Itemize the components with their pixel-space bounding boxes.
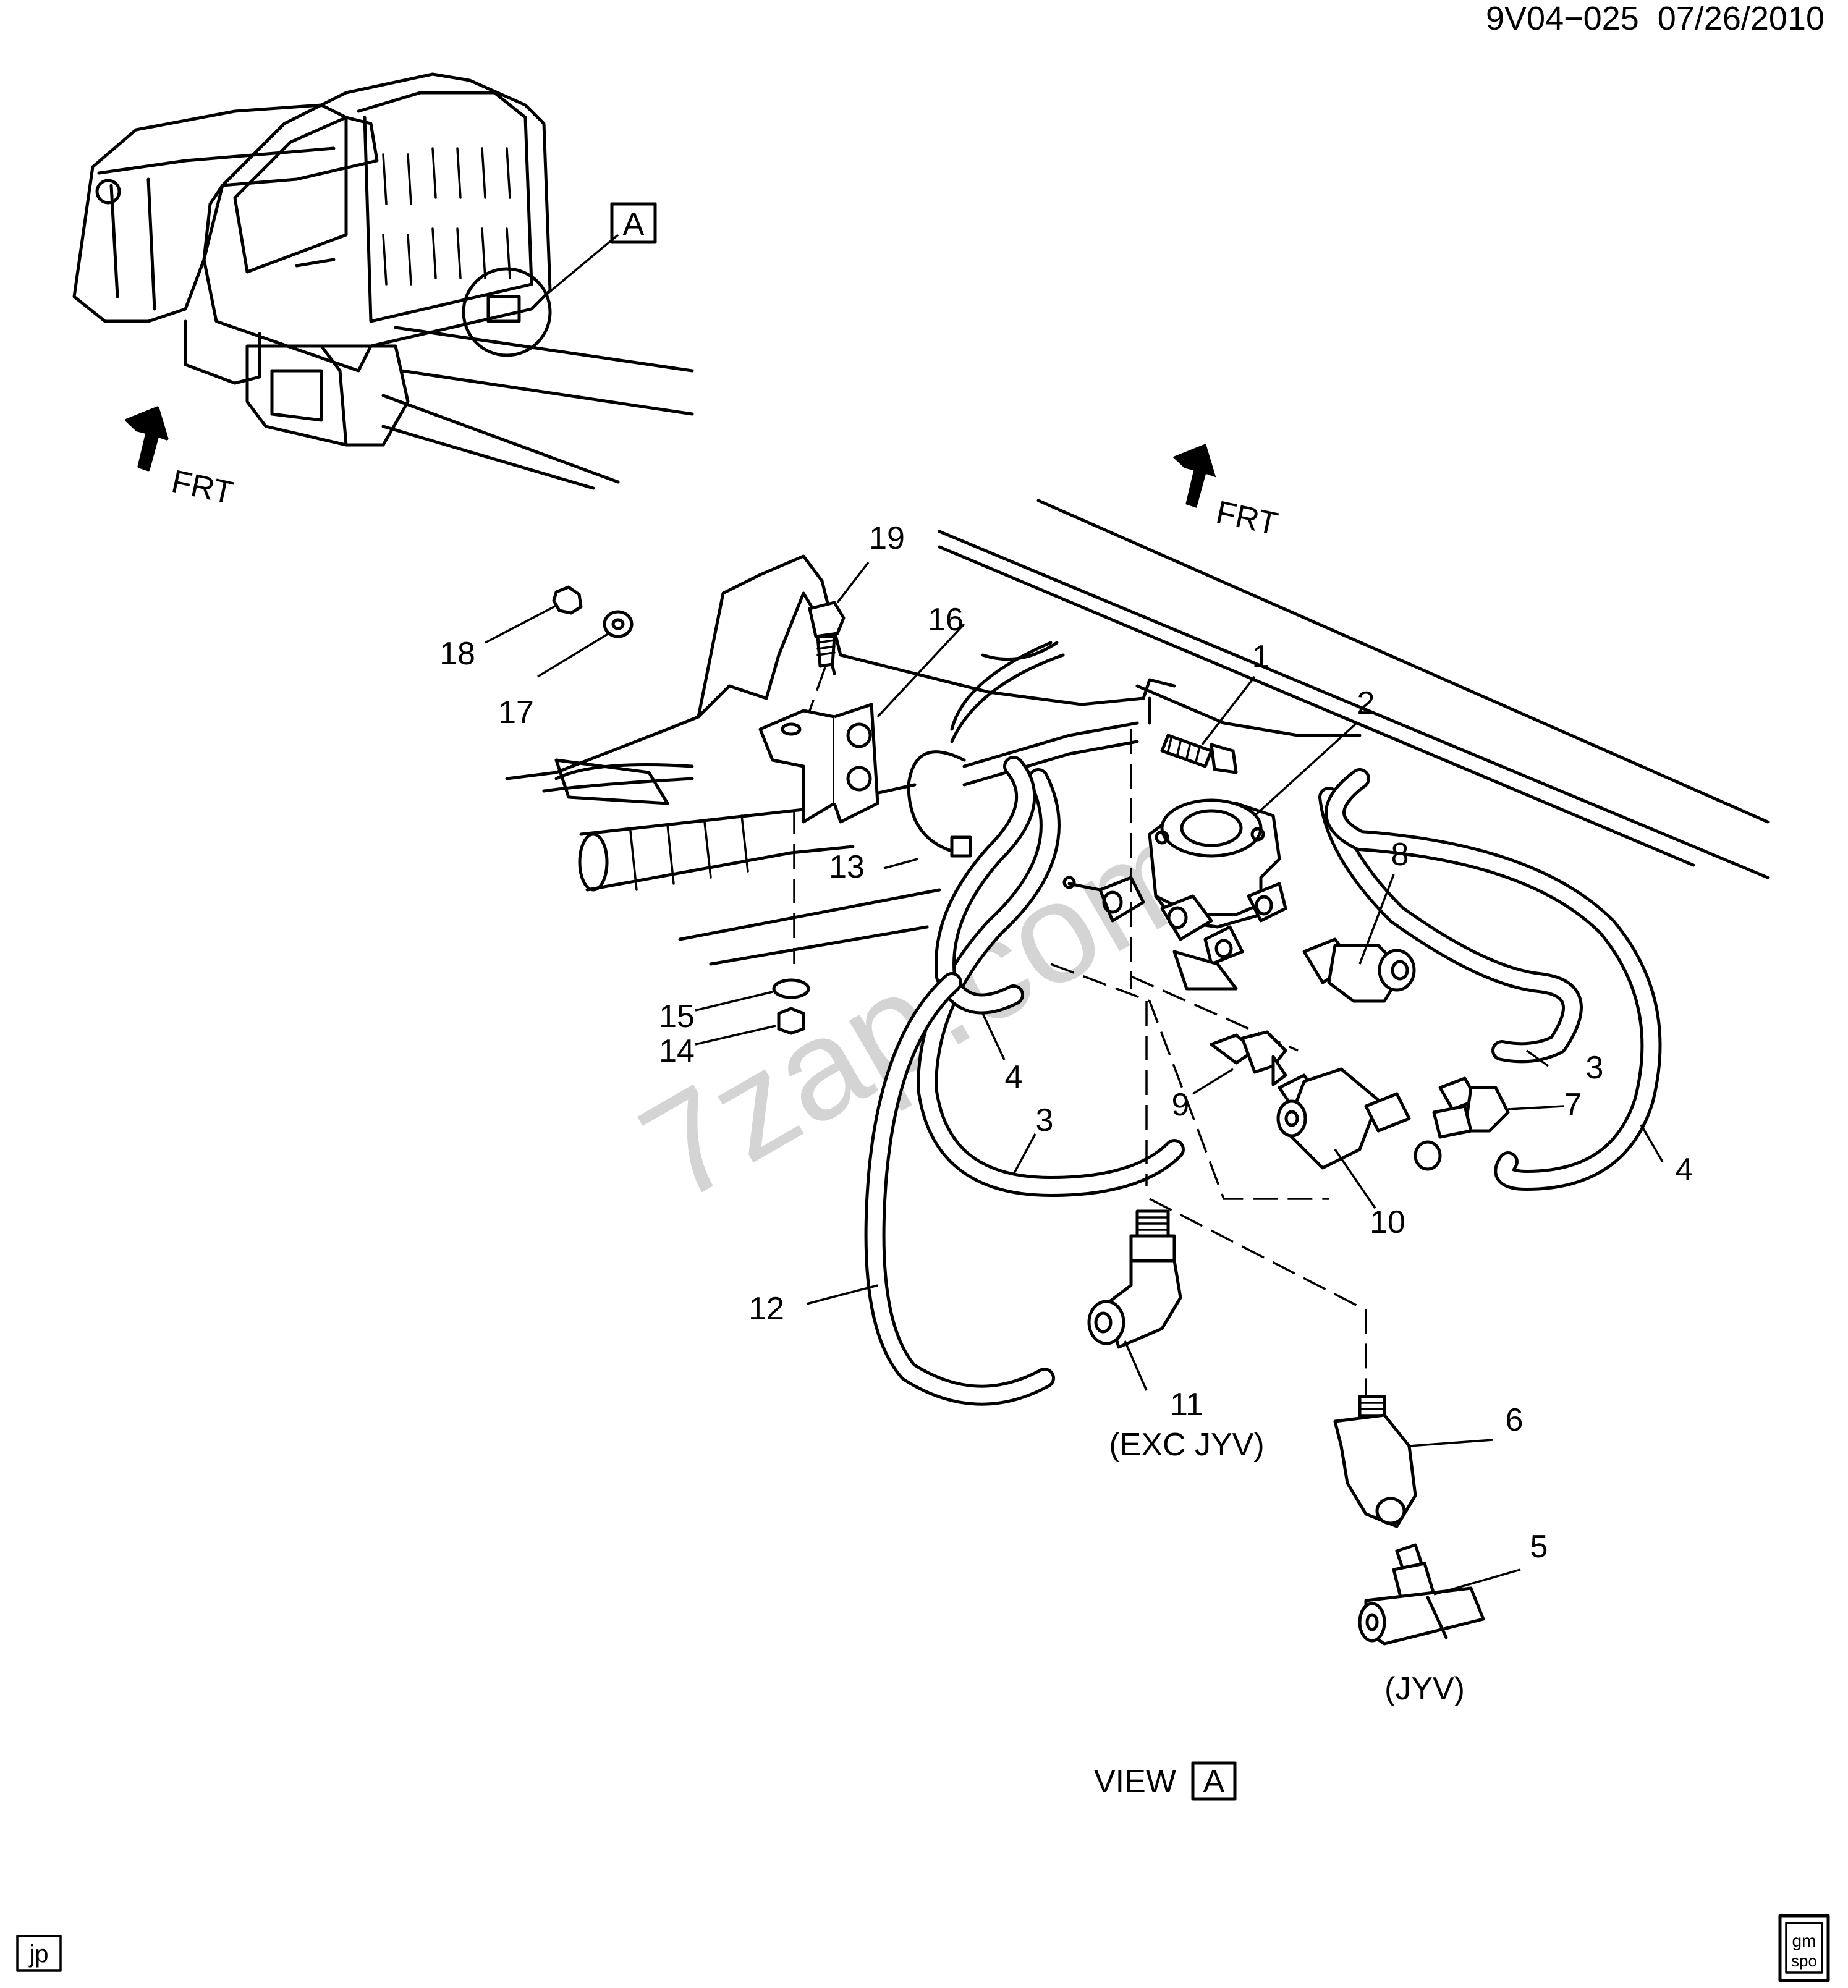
callout-15: 15 [659, 999, 695, 1034]
front-label-detail: FRT [1213, 494, 1281, 543]
front-label-overview: FRT [169, 463, 237, 512]
callout-16: 16 [928, 602, 964, 638]
logo-bottom-text: spo [1791, 1952, 1817, 1970]
view-caption-box [1191, 1761, 1237, 1801]
detail-view-illustration [505, 499, 1770, 1646]
front-arrow-icon-detail [1172, 443, 1216, 508]
diagram-code: 9V04−025 [1486, 0, 1639, 37]
corner-left-text: jp [28, 1940, 48, 1968]
callout-7: 7 [1564, 1087, 1582, 1123]
callout-3-right: 3 [1586, 1050, 1604, 1086]
callout-10: 10 [1370, 1204, 1405, 1240]
callout-4-left: 4 [1005, 1059, 1023, 1095]
callout-19: 19 [869, 520, 905, 556]
front-arrow-icon [125, 406, 169, 472]
callout-labels: 1 2 3 3 4 4 5 6 7 8 9 10 11 12 13 14 15 … [439, 520, 1693, 1707]
leader-lines [485, 561, 1664, 1596]
callout-2: 2 [1357, 685, 1375, 721]
callout-3-left: 3 [1036, 1102, 1054, 1138]
callout-4-right: 4 [1676, 1152, 1693, 1188]
callout-13: 13 [829, 849, 865, 885]
view-caption-prefix: VIEW [1094, 1764, 1176, 1800]
logo-top-text: gm [1792, 1931, 1816, 1950]
diagram-date: 07/26/2010 [1658, 0, 1825, 37]
front-direction-indicator: FRT [1172, 443, 1281, 543]
callout-9: 9 [1172, 1087, 1190, 1123]
callout-17: 17 [498, 695, 534, 730]
note-exc-jyv: (EXC JYV) [1109, 1427, 1264, 1463]
view-caption: VIEW A [1094, 1761, 1237, 1801]
gm-spo-logo: gm spo [1778, 1914, 1830, 1982]
callout-18: 18 [439, 636, 475, 672]
view-caption-marker: A [1203, 1764, 1225, 1800]
callout-6: 6 [1506, 1402, 1524, 1438]
callout-5: 5 [1530, 1529, 1548, 1565]
callout-11: 11 [1170, 1387, 1203, 1423]
view-marker-box [610, 202, 657, 244]
callout-8: 8 [1391, 837, 1409, 873]
callout-14: 14 [659, 1033, 695, 1069]
corner-tag-left: jp [16, 1935, 62, 1972]
header-text: 9V04−025 07/26/2010 [1486, 0, 1825, 37]
truck-overview-illustration: A FRT [72, 72, 694, 512]
note-jyv: (JYV) [1384, 1671, 1465, 1707]
view-marker-label: A [623, 206, 645, 242]
callout-1: 1 [1252, 639, 1270, 675]
callout-12: 12 [748, 1291, 784, 1327]
